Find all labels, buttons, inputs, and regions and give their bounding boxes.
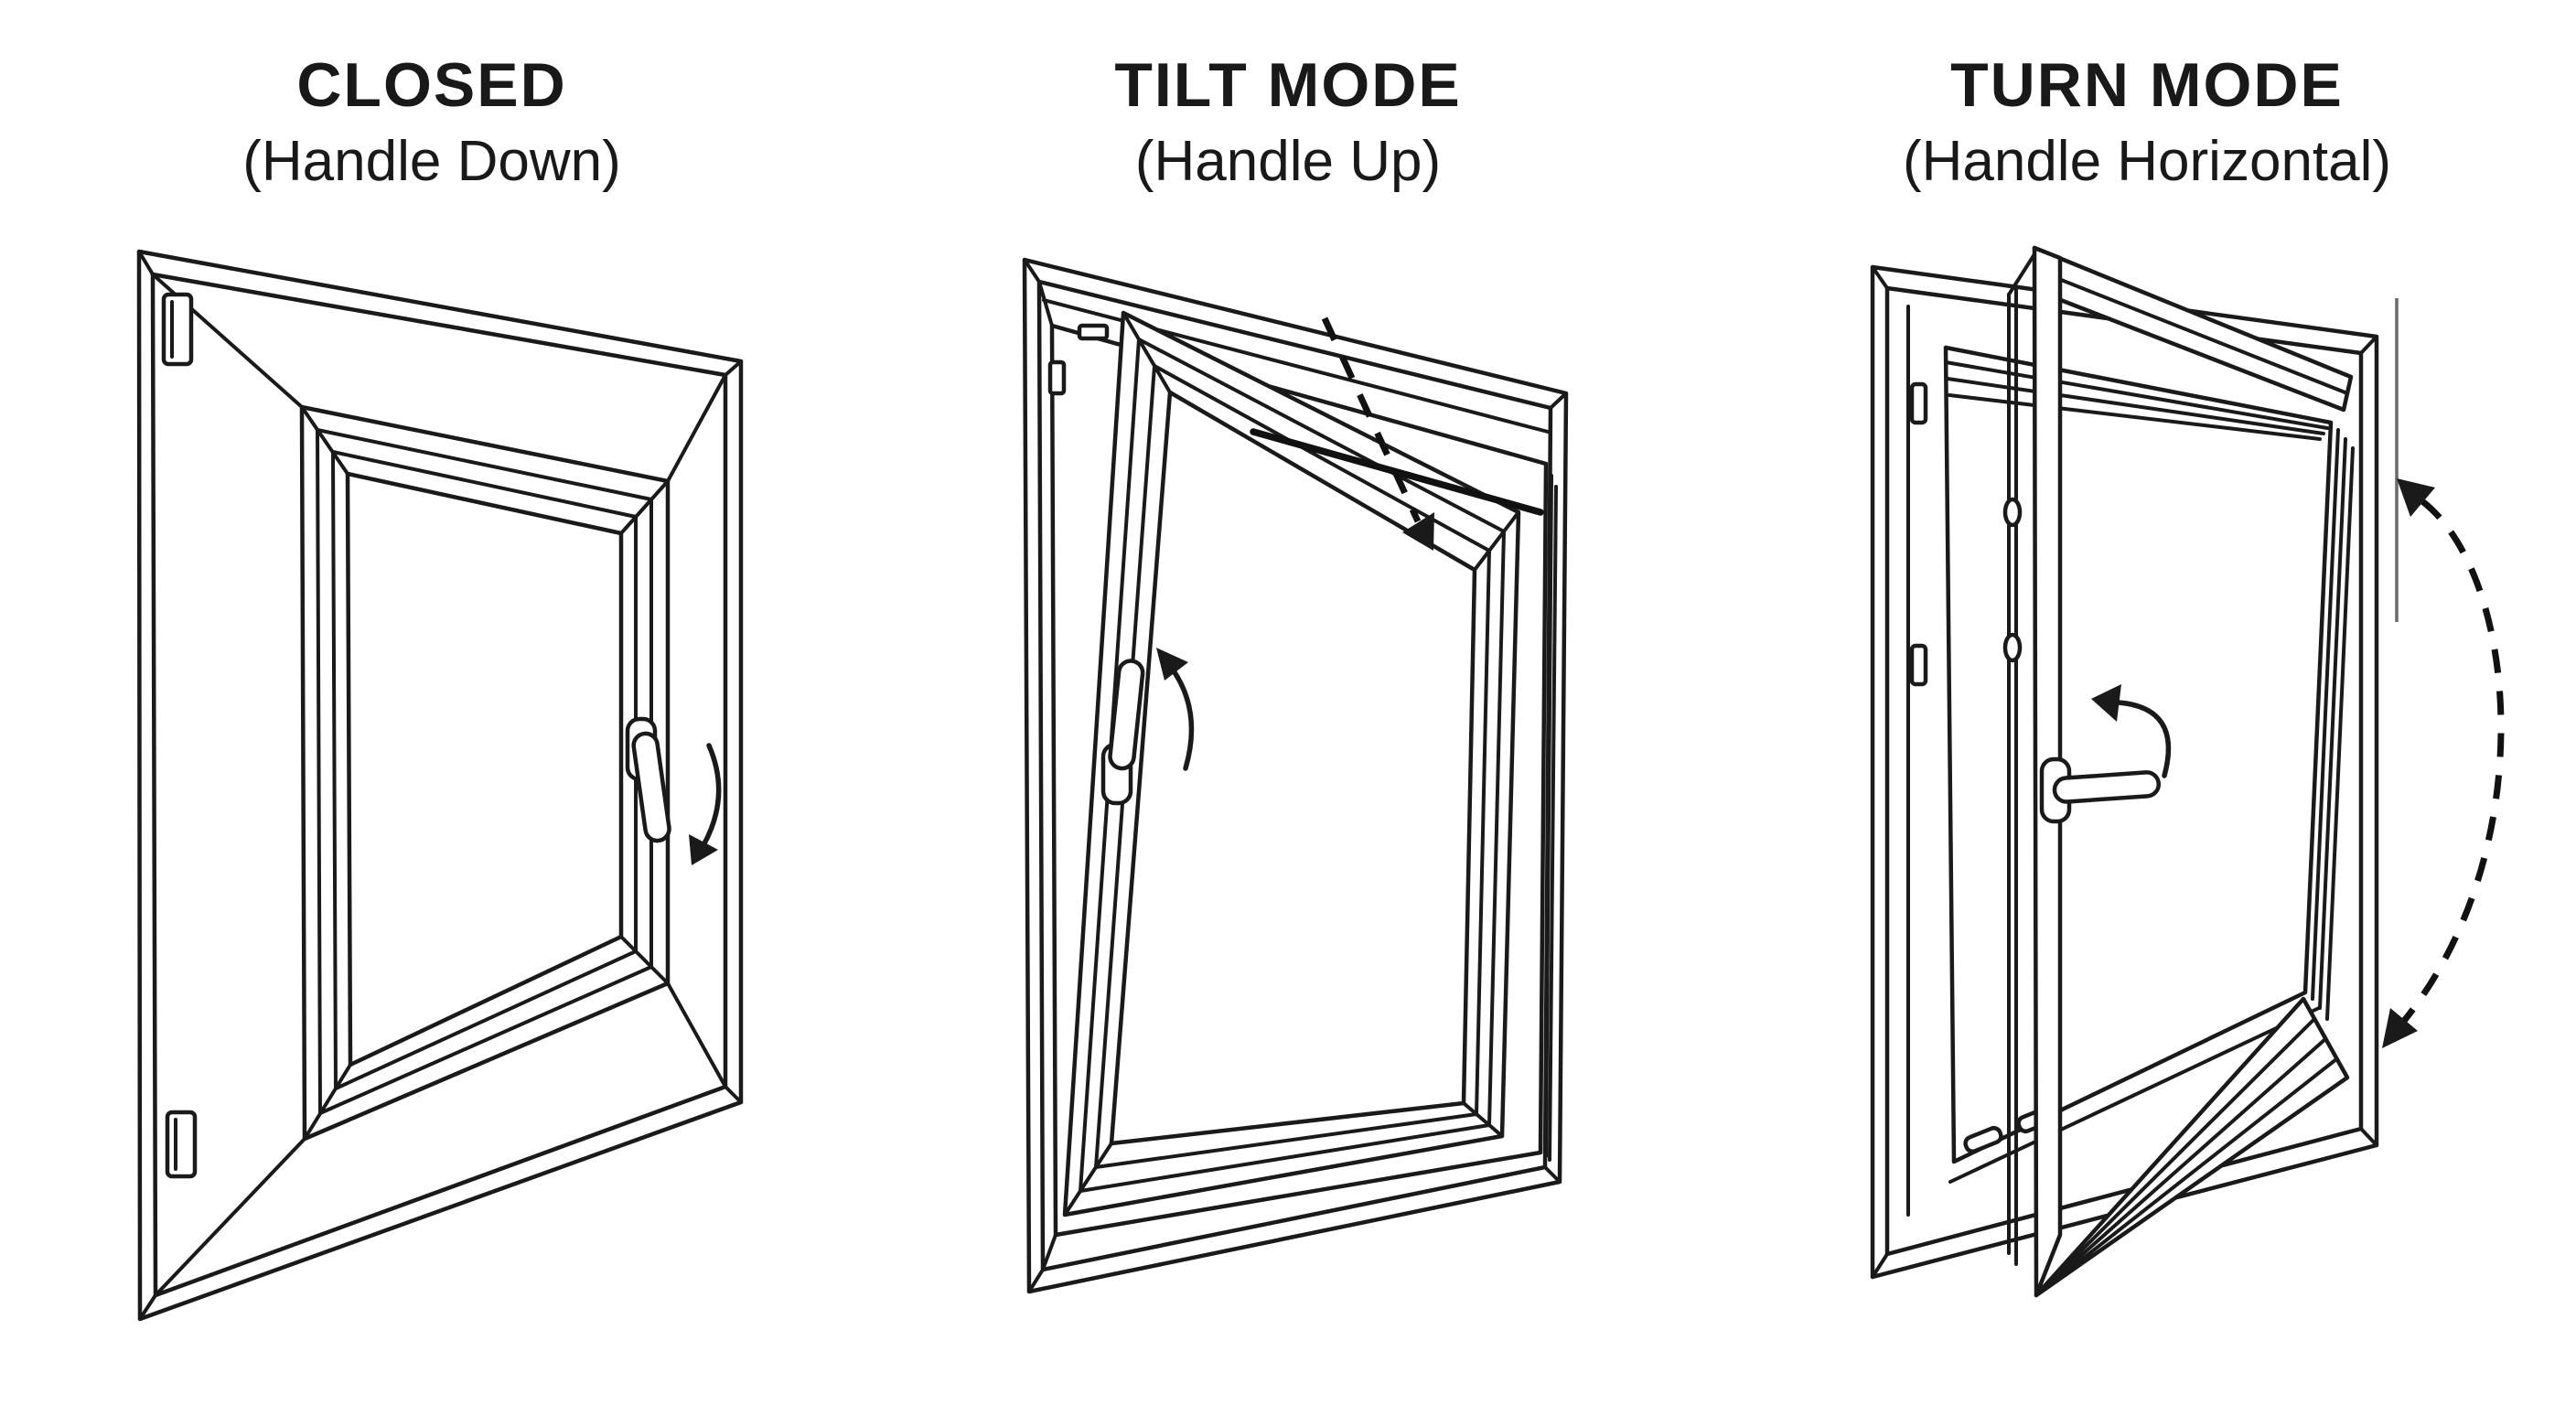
- tilt-window-drawing: [1022, 257, 1569, 1294]
- window-handle-icon: [2039, 756, 2162, 824]
- turn-title: TURN MODE: [1950, 50, 2344, 120]
- hinge-icon: [2002, 632, 2023, 663]
- hinge-icon: [1077, 323, 1110, 341]
- frame-opening: [1943, 345, 2334, 1164]
- rotation-arrow-icon: [2091, 684, 2172, 778]
- closed-window-drawing: [136, 249, 744, 1322]
- window-handle-icon: [625, 716, 671, 843]
- rotation-arrow-icon: [689, 743, 722, 865]
- turn-window-drawing: [1870, 245, 2505, 1298]
- keeper-plate-icon: [1909, 381, 1928, 425]
- panel-title-turn: TURN MODE (Handle Horizontal): [1903, 49, 2391, 196]
- panel-title-tilt: TILT MODE (Handle Up): [1114, 49, 1461, 196]
- keeper-plate-icon: [1909, 643, 1928, 687]
- tilt-title: TILT MODE: [1114, 50, 1462, 120]
- frame-opening: [1049, 323, 1549, 1238]
- closed-title: CLOSED: [296, 50, 567, 120]
- hinge-icon: [161, 292, 194, 367]
- hinge-icon: [2002, 497, 2023, 528]
- window-frame: [1870, 264, 2379, 1280]
- hinge-icon: [165, 1110, 198, 1179]
- window-handle-icon: [1100, 659, 1145, 806]
- window-sash: [2002, 245, 2354, 1298]
- rotation-arrow-icon: [1156, 648, 1195, 771]
- tilt-subtitle: (Handle Up): [1134, 130, 1442, 193]
- keeper-plate-icon: [1047, 359, 1067, 396]
- swing-arc-icon: [2382, 478, 2505, 1048]
- closed-subtitle: (Handle Down): [242, 130, 621, 193]
- window-sash: [1062, 310, 1521, 1217]
- keeper-plate-icon: [1963, 1125, 2003, 1154]
- panel-title-closed: CLOSED (Handle Down): [242, 49, 621, 196]
- turn-subtitle: (Handle Horizontal): [1902, 130, 2392, 193]
- window-sash: [151, 273, 727, 1297]
- tilt-arrow-icon: [1321, 316, 1434, 551]
